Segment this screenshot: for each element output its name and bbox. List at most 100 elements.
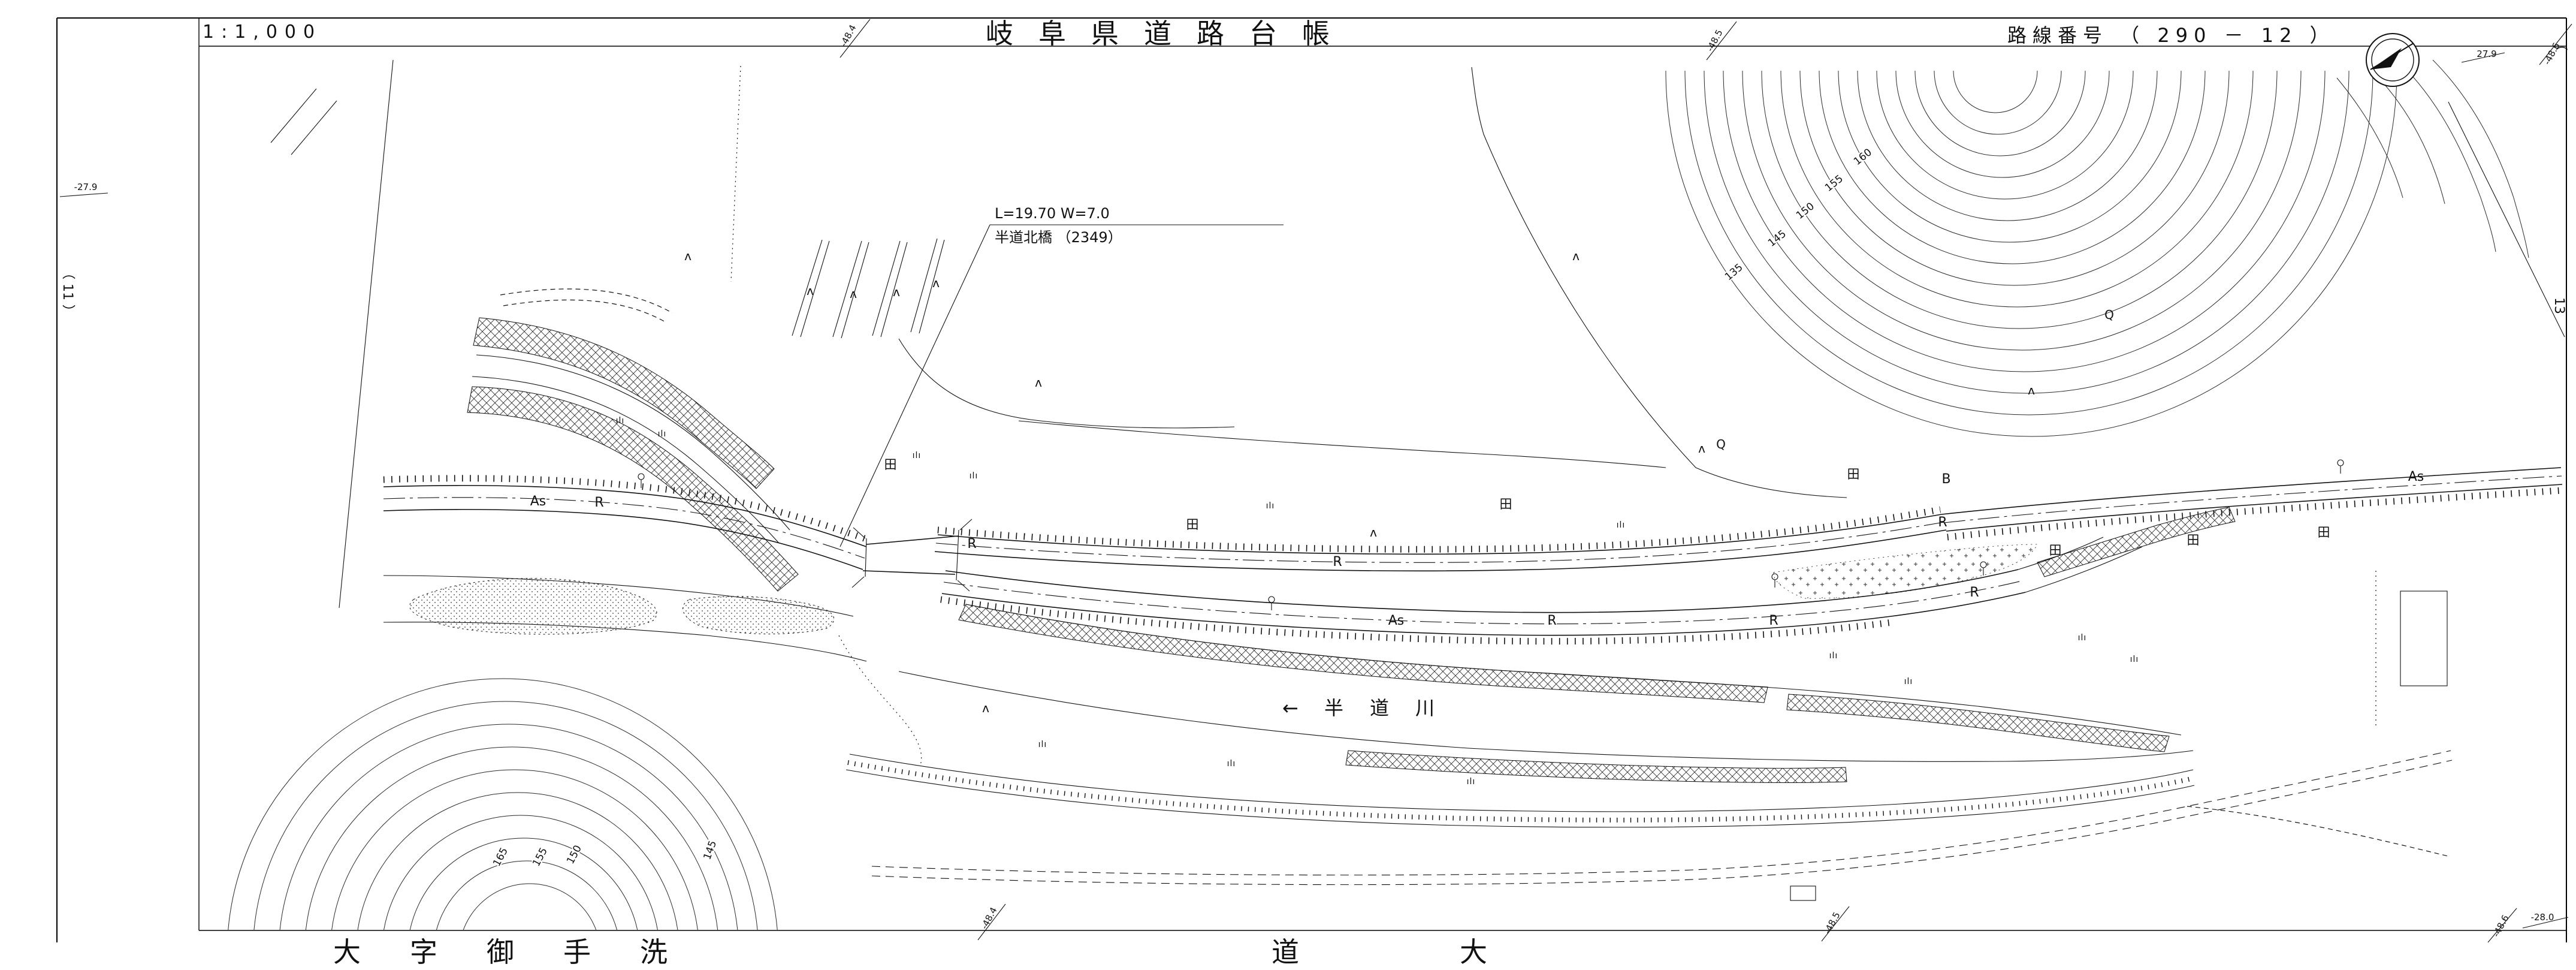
compass-rose [2366,33,2420,87]
contour-elevation-label: 155 [1823,173,1846,194]
river-flow-arrow: ← [1282,697,1302,719]
contour-elevation-label: 135 [1723,261,1745,283]
rice-field-symbol: 田 [2187,533,2200,547]
road-ledger-sheet: { "header": { "scale_label": "1:1,000", … [56,17,2572,968]
rice-field-symbol: 田 [1847,467,1860,481]
contour-line [1934,70,2062,135]
old-channel-dotted [838,635,922,766]
contour-line [410,838,638,930]
building-outline [2400,591,2448,686]
road-surface-label: As [1388,613,1405,628]
contour-line [253,701,758,930]
sandbar-stipple [682,596,834,634]
contour-line [1819,70,2206,264]
contour-line [1665,70,2397,437]
bridge-callout: L=19.70 W=7.0 半道北橋 （2349） [839,205,1284,547]
contour-line [1780,70,2254,308]
contour-line [1857,70,2158,221]
vegetation-symbol: ʌ [2028,383,2035,397]
grass-symbol: ılı [1617,520,1626,530]
contour-elevation-label: 150 [1794,200,1817,222]
rice-field-symbol: 田 [2318,525,2330,540]
contour-line [279,724,738,930]
map-canvas: L=19.70 W=7.0 半道北橋 （2349） ← 半 道 川 AsRRRA… [56,17,2572,942]
grass-symbol: ılı [1467,777,1476,787]
contour-elevation-label: 160 [1852,146,1874,168]
extra-contours [1471,59,2529,498]
rice-field-symbol: 田 [884,457,897,472]
sheet-frame [56,17,2567,942]
rice-field-symbol: 田 [2049,543,2062,558]
vegetation-symbol: Q [1716,437,1726,451]
vegetation-symbol: ʌ [1035,375,1042,390]
contour-line [1953,70,2038,113]
contour-line [1723,70,2326,372]
road-surface-label: B [1941,472,1950,487]
grass-symbol: ılı [2078,633,2087,643]
grass-symbol: ılı [2130,655,2139,664]
grass-symbol: ılı [1829,651,1838,661]
bridge-name-label: 半道北橋 （2349） [995,229,1122,246]
contour-line [1704,70,2349,394]
roads [383,65,2563,885]
contour-line [1799,70,2230,286]
contour-line [306,746,718,930]
contour-elevation-label: 165 [491,846,511,869]
grass-symbol: ılı [1266,501,1275,511]
contour-lines-hill-southwest [228,678,778,930]
contour-line [331,769,698,930]
river-name-label: 半 道 川 [1324,697,1438,719]
contour-line [1914,70,2086,156]
vegetation-symbol: Q [2104,308,2114,322]
vegetation-symbol: ʌ [932,276,940,290]
map-drawing [228,59,2565,930]
vegetation-symbol: ʌ [1698,441,1705,456]
utility-pole [638,459,2344,610]
sheet-boundary-lines [270,59,2565,608]
vegetation-symbol: ʌ [1572,249,1580,263]
road-surface-label: R [967,537,976,552]
contour-line [228,678,778,930]
contour-lines-hill-northeast [1665,70,2397,437]
contour-elevation-label: 155 [530,846,550,869]
marsh-patch [1773,544,2038,599]
small-building-outline [1790,885,1816,901]
grass-symbol: ılı [970,471,979,481]
callout-leader-line [839,224,990,547]
embankment-slopes [467,317,2236,783]
contour-line [436,860,617,930]
road-surface-label: As [2408,469,2424,484]
grass-symbol: ılı [1038,740,1047,749]
bridge [851,519,973,592]
vegetation-symbol: ʌ [893,285,900,299]
grid-coordinate-label: -48.5 [1822,910,1843,936]
road-surface-label: R [1970,585,1979,600]
rice-field-symbol: 田 [1186,517,1199,532]
grid-coordinate-label: -48.6 [2491,913,2511,939]
contour-line [383,815,658,930]
grass-symbol: ılı [658,429,667,439]
grid-coordinate-label: -27.9 [74,182,98,192]
contour-line [1684,70,2373,415]
contour-line [1838,70,2182,243]
structures [638,459,2448,901]
grid-coordinate-label: 27.9 [2477,49,2496,59]
grid-coordinate-label: -48.4 [979,905,999,931]
road-surface-label: R [594,495,603,510]
grid-coordinate-label: -28.0 [2531,912,2554,923]
map-scale-label: 1:1,000 [203,22,322,43]
vegetation-symbol: ʌ [982,701,989,715]
grid-coordinate-label: -48.4 [838,23,859,49]
sandbar-stipple [409,578,657,635]
page-title: 岐阜県道路台帳 [986,17,1355,50]
vegetation-symbol: ʌ [807,284,814,298]
adjacent-sheet-paren-right: （ [2554,38,2568,50]
grass-symbol: ılı [913,451,922,460]
contour-line [463,883,597,930]
road-surface-label: R [1333,555,1342,570]
north-arrow-icon [2370,48,2402,70]
vegetation-symbol: ʌ [850,287,857,301]
grid-coordinate-label: -48.6 [2542,41,2562,67]
adjacent-sheet-number-right: 13 [2551,297,2566,314]
road-surface-label: R [1938,515,1947,530]
